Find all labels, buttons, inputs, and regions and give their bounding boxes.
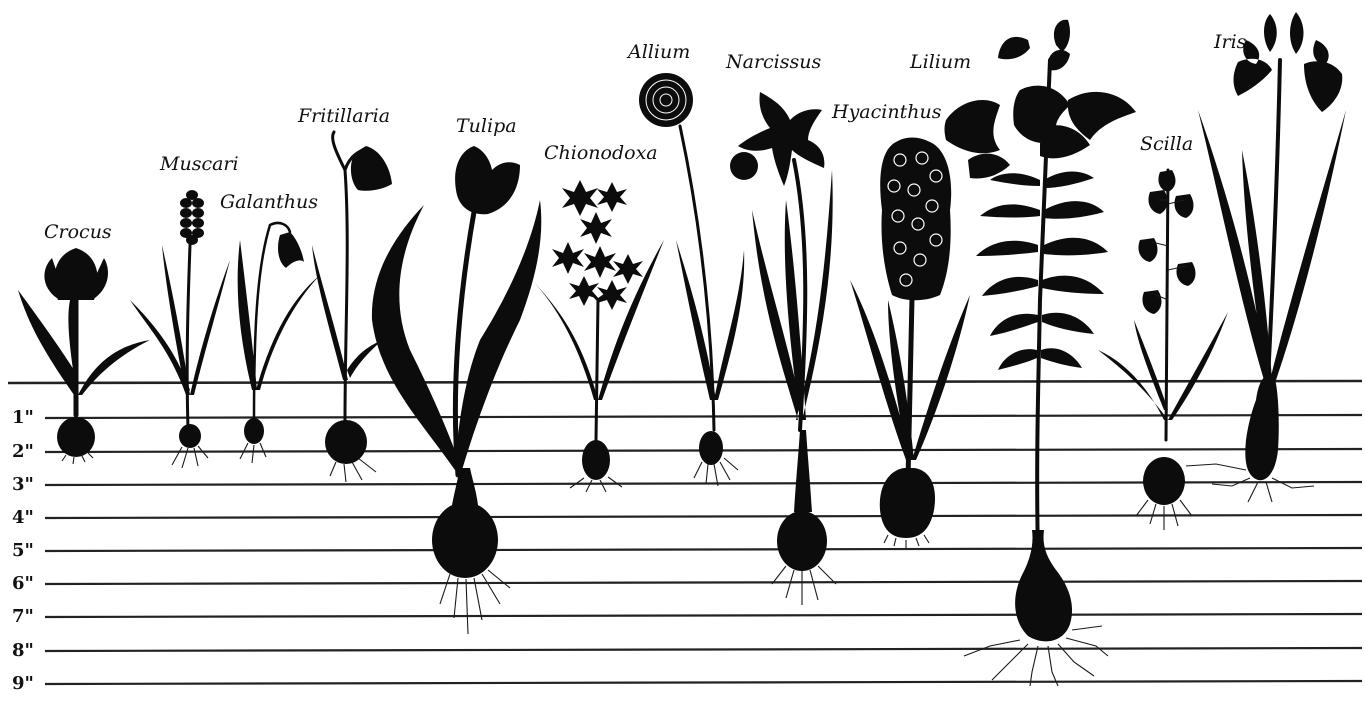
plant-label-allium: Allium xyxy=(626,41,690,63)
plant-label-iris: Iris xyxy=(1213,31,1247,53)
depth-label-5: 5" xyxy=(12,540,34,561)
lilium-flower-icon xyxy=(945,86,1137,179)
allium-bulb xyxy=(699,431,723,465)
depth-label-6: 6" xyxy=(12,573,34,594)
scilla-bulb xyxy=(1143,457,1185,505)
depth-label-9: 9" xyxy=(12,673,34,694)
plant-iris: Iris xyxy=(1186,12,1346,502)
depth-labels: 1" 2" 3" 4" 5" 6" 7" 8" 9" xyxy=(12,407,34,694)
plant-label-fritillaria: Fritillaria xyxy=(297,105,390,127)
scilla-leaves xyxy=(1098,312,1228,420)
tulipa-leaf-left xyxy=(372,205,462,470)
tulipa-flower-icon xyxy=(455,146,520,214)
fritillaria-flower-icon xyxy=(351,146,392,191)
plant-tulipa: Tulipa xyxy=(372,115,541,634)
narcissus-roots xyxy=(772,566,836,605)
plant-chionodoxa: Chionodoxa xyxy=(532,142,664,492)
plant-hyacinthus: Hyacinthus xyxy=(831,101,970,548)
plant-label-chionodoxa: Chionodoxa xyxy=(544,142,658,164)
depth-rule-8 xyxy=(45,648,1362,651)
depth-label-8: 8" xyxy=(12,640,34,661)
plant-allium: Allium xyxy=(626,41,744,486)
tulipa-bulb xyxy=(432,502,498,578)
plant-narcissus: Narcissus xyxy=(725,51,836,605)
scilla-stem xyxy=(1166,170,1168,440)
muscari-leaves xyxy=(130,245,230,395)
iris-leaves xyxy=(1198,110,1346,380)
plant-galanthus: Galanthus xyxy=(220,191,320,463)
narcissus-bulb-neck xyxy=(794,430,812,512)
fritillaria-bulb xyxy=(325,420,367,464)
muscari-roots xyxy=(172,446,208,468)
crocus-leaves xyxy=(18,290,150,395)
galanthus-bulb xyxy=(244,418,264,444)
plant-crocus: Crocus xyxy=(18,221,150,464)
tulipa-roots xyxy=(440,570,510,634)
narcissus-second-flower-icon xyxy=(730,152,758,180)
allium-flower-icon xyxy=(639,73,693,127)
depth-label-3: 3" xyxy=(12,474,34,495)
allium-leaves xyxy=(676,240,744,400)
lilium-buds xyxy=(998,20,1070,71)
depth-rule-7 xyxy=(45,614,1362,617)
muscari-bulb xyxy=(179,424,201,448)
depth-rule-5 xyxy=(45,548,1362,551)
iris-flower-icon xyxy=(1234,12,1343,112)
plant-label-lilium: Lilium xyxy=(909,51,971,73)
depth-label-2: 2" xyxy=(12,441,34,462)
muscari-stem xyxy=(187,245,190,430)
depth-label-7: 7" xyxy=(12,606,34,627)
depth-label-1: 1" xyxy=(12,407,34,428)
plant-label-scilla: Scilla xyxy=(1140,133,1193,155)
depth-label-4: 4" xyxy=(12,507,34,528)
plant-label-hyacinthus: Hyacinthus xyxy=(831,101,942,123)
iris-rhizome xyxy=(1245,376,1278,480)
plant-label-tulipa: Tulipa xyxy=(456,115,517,137)
crocus-bulb xyxy=(57,417,95,457)
depth-rule-9 xyxy=(45,681,1362,684)
plant-label-galanthus: Galanthus xyxy=(220,191,318,213)
narcissus-bulb xyxy=(777,511,827,571)
iris-stem xyxy=(1268,60,1280,380)
plant-label-muscari: Muscari xyxy=(159,153,239,175)
lilium-bulb xyxy=(1015,530,1072,641)
muscari-flower-icon xyxy=(180,190,204,245)
galanthus-leaves xyxy=(238,240,320,390)
chionodoxa-bulb xyxy=(582,440,610,480)
plant-scilla: Scilla xyxy=(1098,133,1228,530)
hyacinthus-bulb xyxy=(880,468,935,538)
plant-label-narcissus: Narcissus xyxy=(725,51,821,73)
chionodoxa-flower-icon xyxy=(552,180,643,310)
ground-line xyxy=(8,381,1362,383)
depth-rule-6 xyxy=(45,581,1362,584)
galanthus-flower-icon xyxy=(278,232,304,268)
plant-label-crocus: Crocus xyxy=(44,221,112,243)
depth-grid xyxy=(8,381,1362,684)
galanthus-roots xyxy=(240,443,266,463)
